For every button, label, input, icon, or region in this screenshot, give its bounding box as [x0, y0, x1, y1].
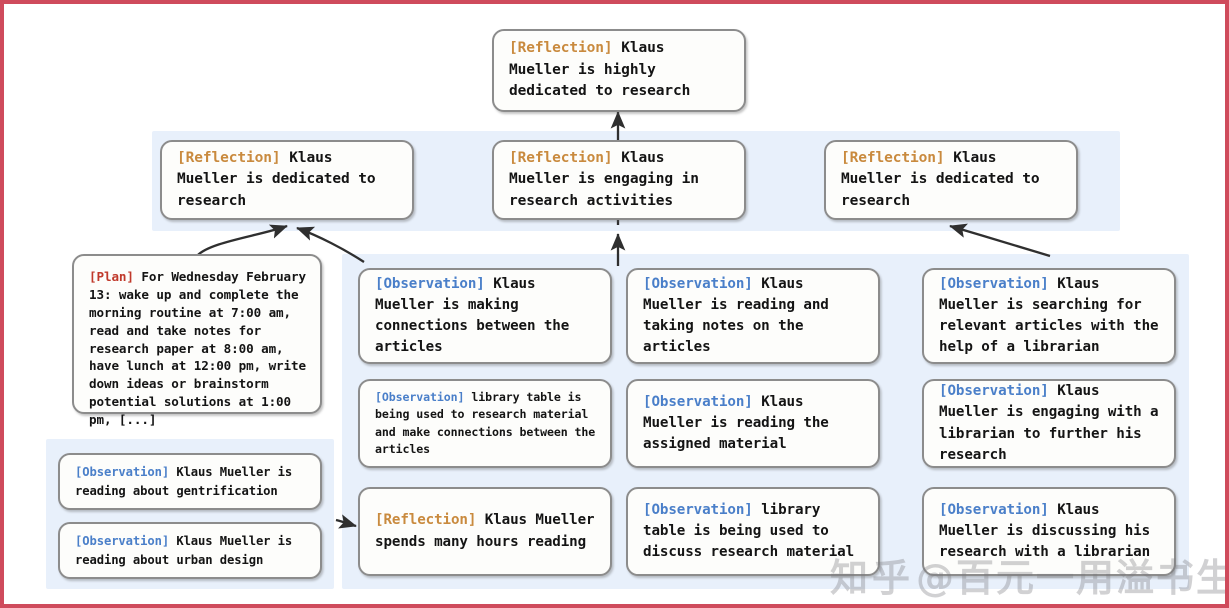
node-reflection-right[interactable]: [Reflection] Klaus Mueller is dedicated …	[824, 140, 1078, 220]
node-text: [Reflection] Klaus Mueller is dedicated …	[177, 148, 399, 212]
node-text: [Reflection] Klaus Mueller is dedicated …	[841, 148, 1063, 212]
node-body: Klaus Mueller spends many hours reading	[375, 512, 603, 550]
node-tag: [Reflection]	[375, 512, 477, 529]
node-tag: [Reflection]	[841, 149, 945, 166]
node-tag: [Observation]	[643, 393, 753, 410]
node-column-a-2[interactable]: [Observation] library table is being use…	[358, 379, 612, 468]
node-tag: [Observation]	[939, 383, 1049, 400]
node-body: Klaus Mueller is dedicated to research	[177, 149, 385, 209]
node-text: [Reflection] Klaus Mueller spends many h…	[375, 510, 597, 552]
node-body: Klaus Mueller is reading the assigned ma…	[643, 393, 838, 452]
node-column-c-2[interactable]: [Observation] Klaus Mueller is engaging …	[922, 379, 1176, 468]
node-left-observation-1[interactable]: [Observation] Klaus Mueller is reading a…	[58, 453, 322, 510]
node-text: [Observation] Klaus Mueller is discussin…	[939, 500, 1161, 563]
node-tag: [Observation]	[643, 275, 753, 292]
node-left-observation-2[interactable]: [Observation] Klaus Mueller is reading a…	[58, 522, 322, 579]
node-tag: [Observation]	[375, 390, 465, 405]
node-column-a-3[interactable]: [Reflection] Klaus Mueller spends many h…	[358, 487, 612, 576]
node-body: Klaus Mueller is searching for relevant …	[939, 275, 1167, 356]
node-text: [Observation] library table is being use…	[375, 389, 597, 458]
node-text: [Observation] Klaus Mueller is making co…	[375, 274, 597, 358]
node-column-c-3[interactable]: [Observation] Klaus Mueller is discussin…	[922, 487, 1176, 576]
node-text: [Observation] Klaus Mueller is reading t…	[643, 392, 865, 455]
node-column-b-3[interactable]: [Observation] library table is being use…	[626, 487, 880, 576]
node-column-b-1[interactable]: [Observation] Klaus Mueller is reading a…	[626, 268, 880, 364]
node-text: [Observation] Klaus Mueller is reading a…	[75, 532, 307, 568]
node-column-a-1[interactable]: [Observation] Klaus Mueller is making co…	[358, 268, 612, 364]
node-column-c-1[interactable]: [Observation] Klaus Mueller is searching…	[922, 268, 1176, 364]
node-body: Klaus Mueller is dedicated to research	[841, 149, 1049, 209]
node-body: Klaus Mueller is engaging with a librari…	[939, 383, 1167, 463]
node-text: [Reflection] Klaus Mueller is highly ded…	[509, 38, 731, 102]
node-column-b-2[interactable]: [Observation] Klaus Mueller is reading t…	[626, 379, 880, 468]
node-body: Klaus Mueller is highly dedicated to res…	[509, 40, 691, 100]
node-body: Klaus Mueller is reading and taking note…	[643, 275, 838, 356]
node-plan[interactable]: [Plan] For Wednesday February 13: wake u…	[72, 254, 322, 427]
node-text: [Observation] Klaus Mueller is searching…	[939, 274, 1161, 358]
node-reflection-left[interactable]: [Reflection] Klaus Mueller is dedicated …	[160, 140, 414, 220]
node-body: Klaus Mueller is making connections betw…	[375, 275, 578, 356]
node-body: Klaus Mueller is discussing his research…	[939, 501, 1159, 560]
node-text: [Observation] Klaus Mueller is reading a…	[643, 274, 865, 358]
node-tag: [Observation]	[75, 465, 170, 480]
node-body: library table is being used to research …	[375, 390, 603, 456]
node-reflection-middle[interactable]: [Reflection] Klaus Mueller is engaging i…	[492, 140, 746, 220]
node-text: [Observation] Klaus Mueller is engaging …	[939, 381, 1161, 465]
node-body: Klaus Mueller is reading about urban des…	[75, 534, 300, 567]
node-tag: [Reflection]	[177, 149, 281, 166]
node-tag: [Reflection]	[509, 149, 613, 166]
node-root-reflection[interactable]: [Reflection] Klaus Mueller is highly ded…	[492, 29, 746, 112]
node-text: [Plan] For Wednesday February 13: wake u…	[89, 268, 307, 429]
node-body: Klaus Mueller is engaging in research ac…	[509, 149, 708, 209]
node-tag: [Observation]	[939, 501, 1049, 518]
node-tag: [Observation]	[939, 275, 1049, 292]
node-body: Klaus Mueller is reading about gentrific…	[75, 465, 300, 498]
node-tag: [Plan]	[89, 269, 134, 284]
node-text: [Observation] library table is being use…	[643, 500, 865, 563]
node-tag: [Observation]	[375, 275, 485, 292]
node-text: [Observation] Klaus Mueller is reading a…	[75, 463, 307, 499]
node-text: [Reflection] Klaus Mueller is engaging i…	[509, 148, 731, 212]
node-tag: [Observation]	[643, 501, 753, 518]
node-body: library table is being used to discuss r…	[643, 501, 855, 560]
node-body: For Wednesday February 13: wake up and c…	[89, 269, 314, 427]
node-tag: [Observation]	[75, 534, 170, 549]
node-tag: [Reflection]	[509, 40, 613, 57]
